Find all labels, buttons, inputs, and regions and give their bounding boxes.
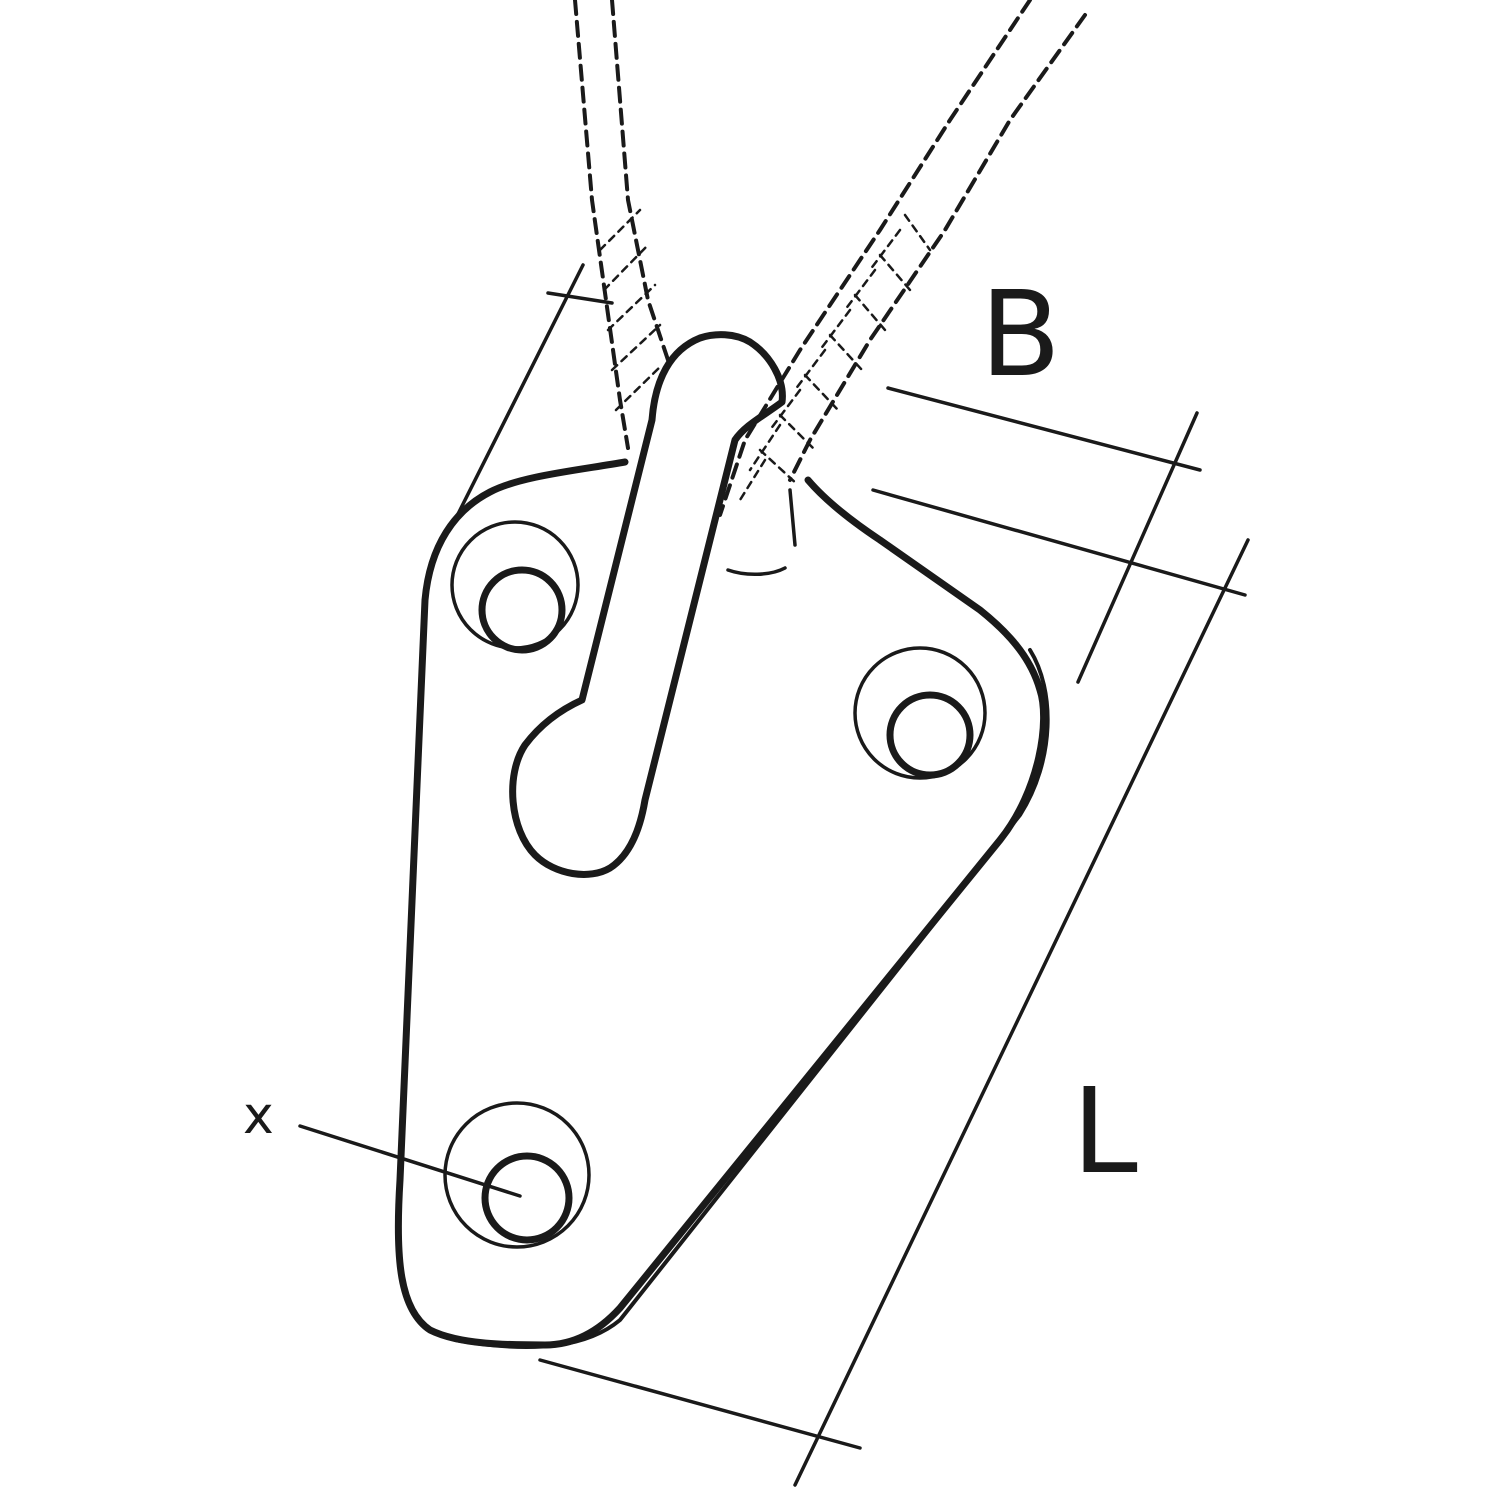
dimension-l [538,538,1250,1487]
plate-edge-bevel [453,648,1050,1349]
dimension-b [871,386,1247,684]
rope-right-strand [718,0,1087,517]
rope [573,0,1087,517]
plate-outline [394,458,1048,1349]
x-leader-line [298,1124,522,1198]
keyhole-slot [509,331,786,878]
rope-left-strand [573,0,670,450]
mounting-hole-right [853,646,987,780]
mounting-hole-top-left [450,520,580,654]
label-l: L [1072,1062,1138,1200]
rope-shadow [726,488,797,576]
label-x: x [243,1086,274,1146]
mounting-hole-bottom [443,1101,591,1249]
dimension-top-left [453,263,614,522]
label-b: B [980,265,1061,403]
plate [394,458,1050,1349]
